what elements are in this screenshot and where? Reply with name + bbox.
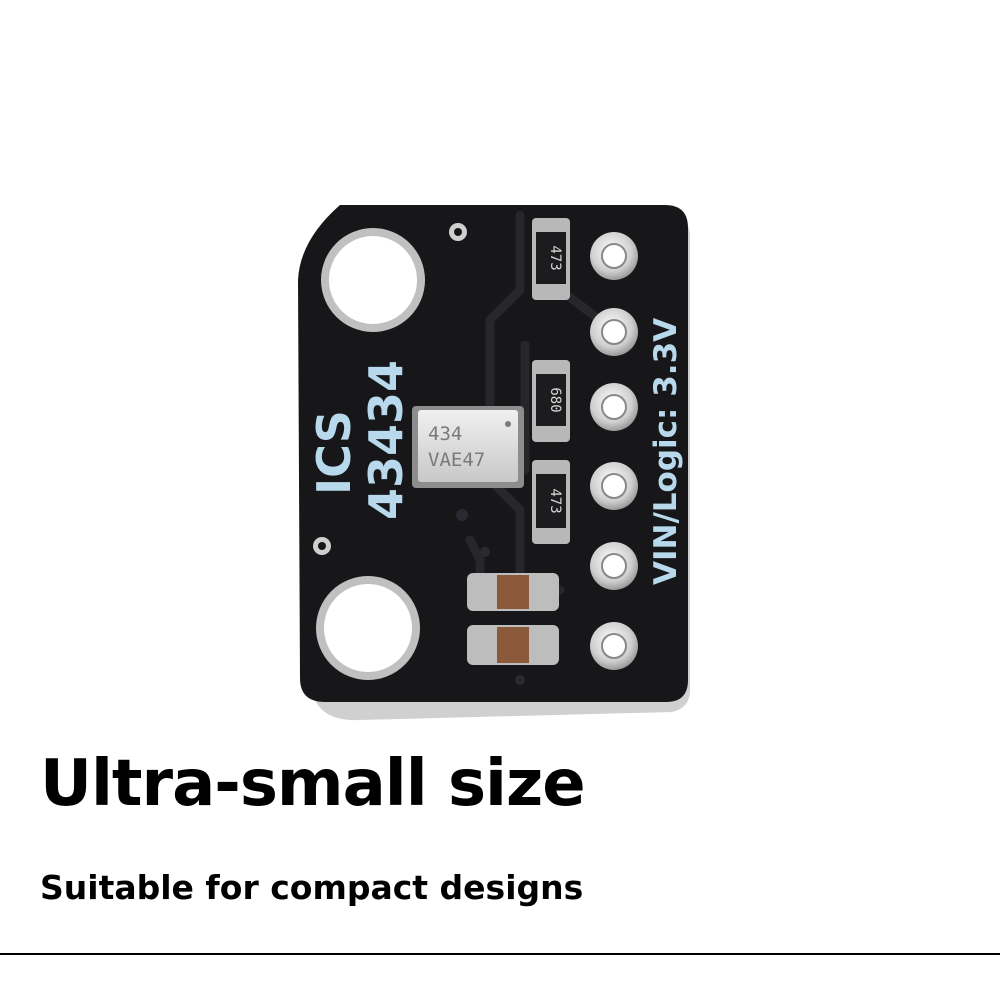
- silkscreen-part-number: 43434: [359, 360, 413, 520]
- resistor-top: 473: [532, 218, 570, 300]
- divider-line: [0, 953, 1000, 955]
- resistor-bottom: 473: [532, 460, 570, 544]
- mounting-hole-top: [321, 228, 425, 332]
- svg-text:473: 473: [547, 245, 563, 270]
- svg-text:434: 434: [428, 423, 462, 445]
- fiducials: [313, 223, 525, 685]
- svg-text:473: 473: [547, 488, 563, 513]
- svg-text:680: 680: [547, 387, 563, 412]
- silkscreen-ics: ICS: [307, 410, 361, 495]
- svg-text:VAE47: VAE47: [428, 449, 485, 471]
- subheadline: Suitable for compact designs: [40, 868, 584, 907]
- capacitor-top: [467, 573, 559, 611]
- resistor-mid: 680: [532, 360, 570, 442]
- headline: Ultra-small size: [40, 747, 586, 821]
- header-pads: [590, 232, 638, 670]
- mounting-hole-bottom: [316, 576, 420, 680]
- microphone-chip: 434 VAE47: [412, 406, 524, 488]
- silkscreen-voltage: VIN/Logic: 3.3V: [648, 318, 684, 585]
- capacitor-bottom: [467, 625, 559, 665]
